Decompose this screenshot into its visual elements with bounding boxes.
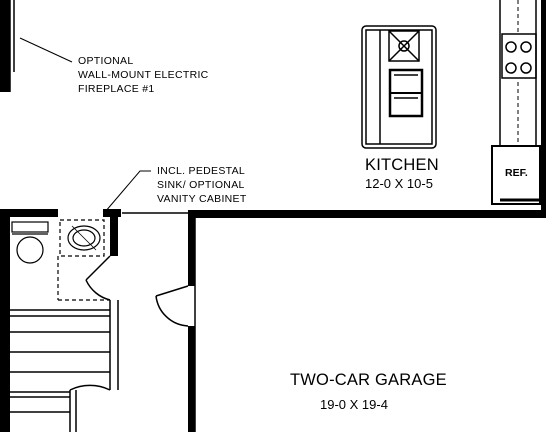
- garage-wall-left-lower: [188, 326, 195, 432]
- sink-note: INCL. PEDESTAL SINK/ OPTIONAL VANITY CAB…: [157, 164, 247, 206]
- horizontal-wall-door-jamb: [103, 209, 121, 217]
- left-wall-upper: [0, 0, 10, 92]
- stairs: [10, 300, 119, 432]
- fireplace-note-line-1: OPTIONAL: [78, 55, 134, 67]
- bathroom-fixtures: [11, 219, 110, 301]
- garage-top-wall: [188, 210, 546, 218]
- sink-note-line-2: SINK/ OPTIONAL: [157, 179, 245, 191]
- refrigerator-box: [491, 145, 541, 205]
- fireplace-note-line-2: WALL-MOUNT ELECTRIC: [78, 69, 209, 81]
- kitchen-label: KITCHEN: [365, 156, 439, 174]
- fireplace-note-line-3: FIREPLACE #1: [78, 83, 155, 95]
- bath-wall-right: [110, 214, 118, 256]
- garage-door-swing: [155, 285, 189, 327]
- garage-dimensions: 19-0 X 19-4: [320, 397, 388, 412]
- garage-wall-left: [188, 214, 195, 286]
- leader-lines: [19, 37, 151, 213]
- bath-door-swing: [85, 255, 111, 301]
- horizontal-wall-left: [0, 209, 58, 217]
- sink-icon: [388, 30, 420, 62]
- kitchen-right-wall: [541, 0, 546, 210]
- cooktop-icon: [501, 33, 537, 79]
- sink-note-line-3: VANITY CABINET: [157, 193, 247, 205]
- kitchen-island: [361, 25, 437, 149]
- fireplace-note: OPTIONAL WALL-MOUNT ELECTRIC FIREPLACE #…: [78, 54, 209, 96]
- sink-note-line-1: INCL. PEDESTAL: [157, 165, 246, 177]
- refrigerator-label: REF.: [505, 167, 528, 179]
- wall-segment-left: [0, 212, 10, 432]
- kitchen-dimensions: 12-0 X 10-5: [365, 176, 433, 191]
- garage-label: TWO-CAR GARAGE: [290, 371, 447, 389]
